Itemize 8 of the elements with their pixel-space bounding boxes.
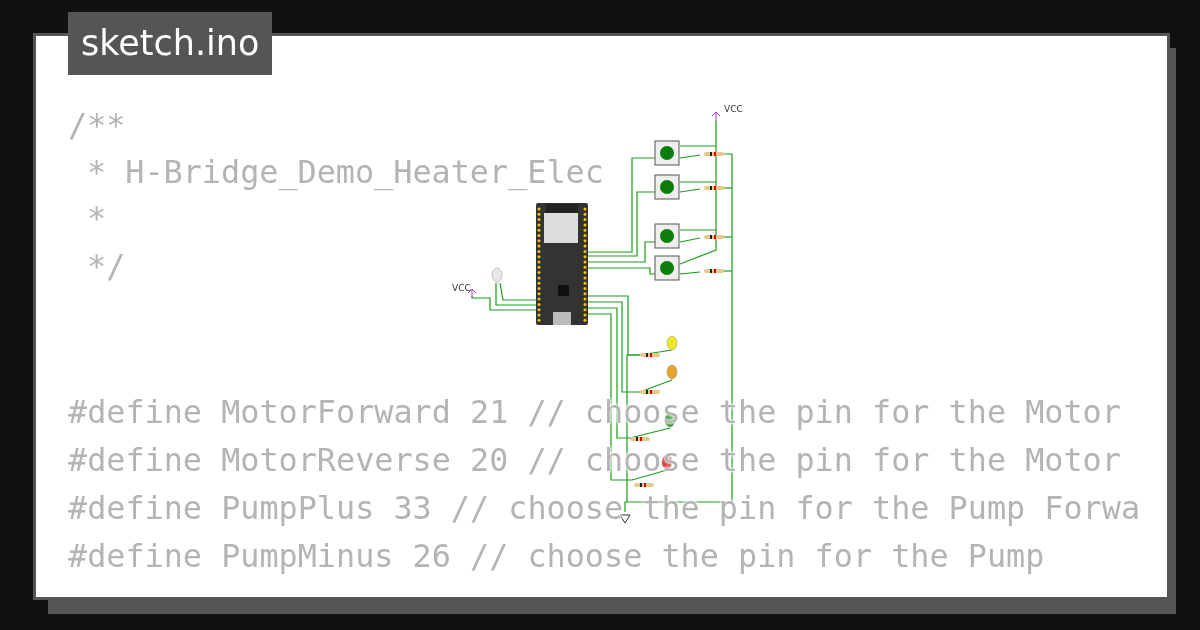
code-line: */ xyxy=(87,247,126,285)
code-line: /** xyxy=(68,106,126,144)
code-line: * H-Bridge_Demo_Heater_Elec xyxy=(87,153,604,191)
file-tab: sketch.ino xyxy=(68,12,273,75)
supply-label: VCC xyxy=(724,104,743,114)
code-line: * xyxy=(87,199,107,237)
supply-label: VCC xyxy=(452,283,471,293)
code-line: #define PumpMinus 26 // choose the pin for the Pump xyxy=(68,537,1045,575)
